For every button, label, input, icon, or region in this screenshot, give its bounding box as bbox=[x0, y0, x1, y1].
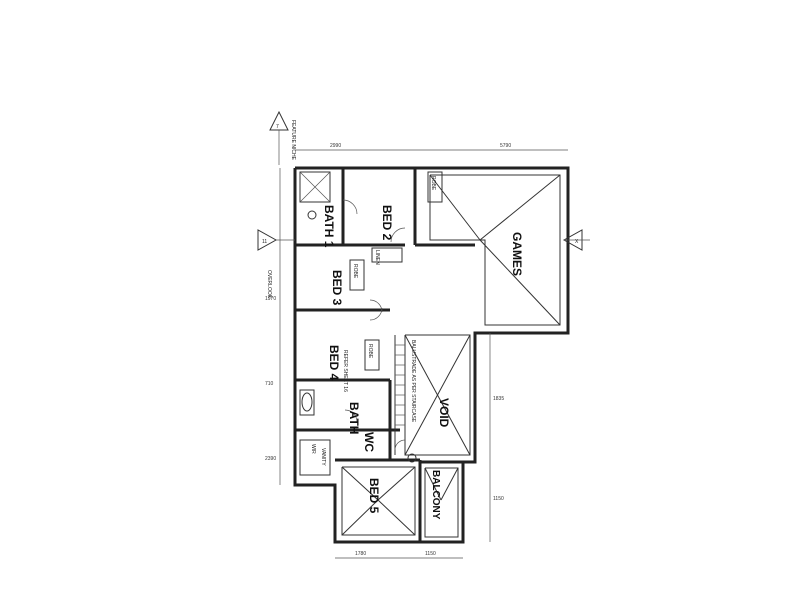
label-linen: LINEN bbox=[374, 250, 380, 265]
robe-bed4 bbox=[364, 339, 380, 371]
shower bbox=[299, 171, 331, 203]
dim-left-1: 1970 bbox=[265, 296, 276, 302]
room-label-bed2: BED 2 bbox=[380, 205, 394, 241]
dimension-texts: 2990 5790 1970 710 2390 1780 1150 1835 1… bbox=[265, 143, 511, 557]
marker-label-top: 7 bbox=[276, 124, 279, 130]
marker-label-right: X bbox=[575, 239, 579, 245]
note-refer-sheet: REFER SHEET 16 bbox=[342, 350, 348, 392]
note-balustrade: BALUSTRADE AS PER STAIRCASE bbox=[410, 340, 416, 423]
label-robe-bed3: ROBE bbox=[352, 264, 358, 279]
room-label-bath1: BATH 1 bbox=[322, 205, 336, 248]
section-marker-left: 11 bbox=[257, 229, 295, 251]
note-vanity: VANITY bbox=[320, 448, 326, 466]
games-roof-lines bbox=[429, 174, 561, 326]
fixtures bbox=[299, 171, 443, 476]
staircase bbox=[394, 335, 406, 455]
toilet-wc bbox=[407, 453, 417, 463]
label-wir: WIR bbox=[310, 444, 316, 454]
section-marker-right: X bbox=[562, 229, 590, 251]
robe-bed3 bbox=[349, 259, 365, 291]
exterior-walls bbox=[293, 166, 570, 544]
room-label-bath: BATH bbox=[347, 402, 361, 434]
room-label-bed4: BED 4 bbox=[327, 345, 341, 381]
bath-tub bbox=[299, 389, 315, 416]
label-robe-bed2: ROBE bbox=[430, 176, 436, 191]
dim-top-1: 2990 bbox=[330, 143, 341, 149]
section-marker-top: 7 bbox=[269, 110, 289, 165]
dimension-lines bbox=[279, 149, 568, 559]
room-label-bed5: BED 5 bbox=[367, 478, 381, 514]
room-label-wc: WC bbox=[362, 432, 376, 452]
dim-right-2: 1150 bbox=[493, 496, 504, 502]
linen-cupboard bbox=[371, 247, 403, 263]
balcony-roof-lines bbox=[424, 467, 459, 538]
room-label-games: GAMES bbox=[510, 232, 524, 276]
room-labels: BED 2 BATH 1 BED 3 GAMES BED 4 BATH VOID… bbox=[322, 205, 524, 520]
note-feature-niche: FEATURE NICHE bbox=[290, 120, 296, 161]
door-swings bbox=[342, 199, 406, 451]
label-robe-bed4: ROBE bbox=[367, 344, 373, 359]
wir-cupboard bbox=[299, 439, 331, 476]
room-label-void: VOID bbox=[437, 398, 451, 428]
marker-label-left: 11 bbox=[262, 239, 267, 245]
robe-bed2 bbox=[427, 171, 443, 203]
dim-right-1: 1835 bbox=[493, 396, 504, 402]
dim-left-3: 2390 bbox=[265, 456, 276, 462]
toilet-bath1 bbox=[307, 210, 317, 220]
dim-bottom-1: 1780 bbox=[355, 551, 366, 557]
small-labels: LINEN ROBE ROBE ROBE WIR FEATURE NICHE R… bbox=[266, 120, 436, 466]
room-label-balcony: BALCONY bbox=[430, 470, 441, 520]
note-overlook: OVERLOOK bbox=[266, 270, 272, 299]
dim-left-2: 710 bbox=[265, 381, 274, 387]
bed5-roof-lines bbox=[341, 466, 416, 536]
dim-top-2: 5790 bbox=[500, 143, 511, 149]
dim-bottom-2: 1150 bbox=[425, 551, 436, 557]
room-label-bed3: BED 3 bbox=[330, 270, 344, 306]
